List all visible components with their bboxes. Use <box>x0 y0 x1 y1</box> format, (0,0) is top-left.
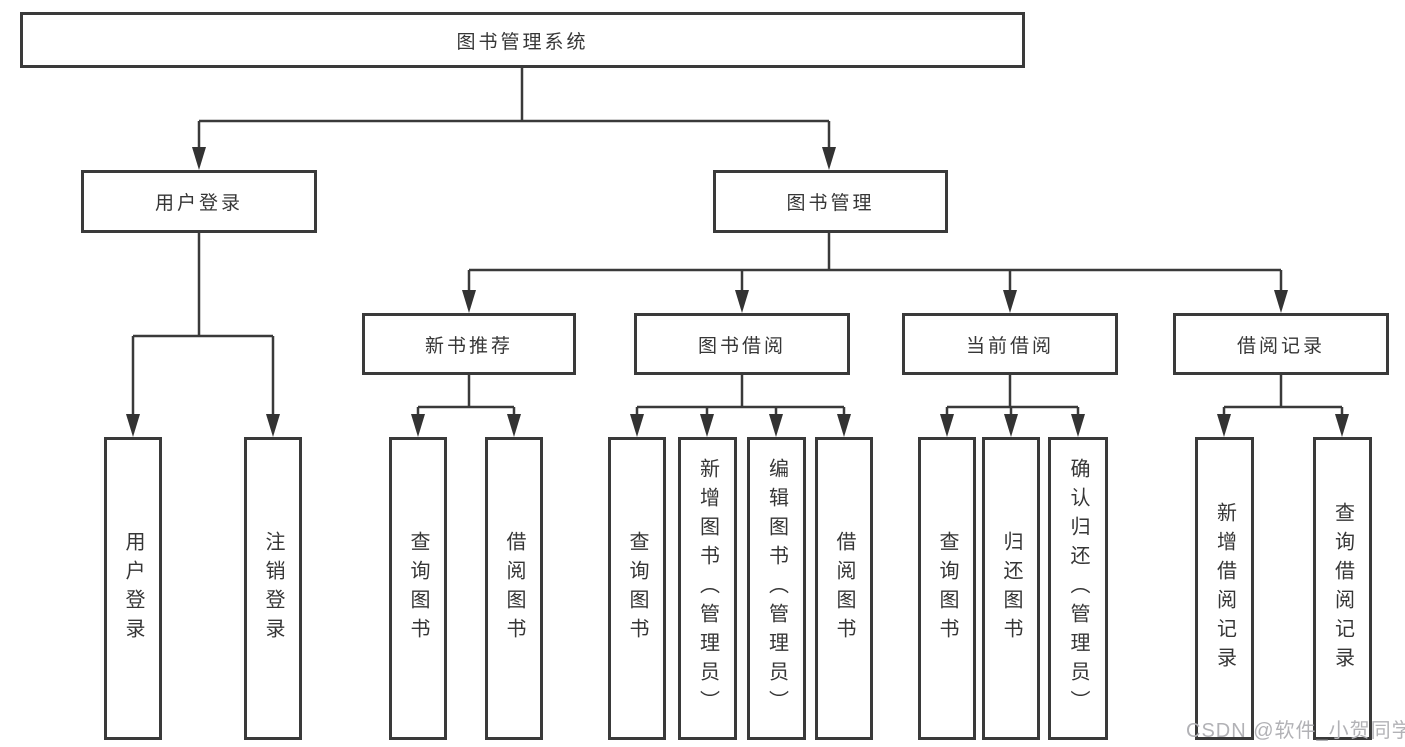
connector-borrowing-records-to-leaves <box>1222 375 1344 417</box>
arrowhead-icon <box>192 147 206 170</box>
node-book-borrowing: 图书借阅 <box>634 313 850 375</box>
leaf-add-book-admin: 新增图书（管理员） <box>678 437 737 740</box>
arrowhead-icon <box>837 414 851 437</box>
leaf-add-borrow-record: 新增借阅记录 <box>1195 437 1254 740</box>
watermark: CSDN @软件_小贺同学 <box>1186 720 1405 742</box>
node-user-login: 用户登录 <box>81 170 317 233</box>
arrowhead-icon <box>1071 414 1085 437</box>
leaf-borrow-books-recommend: 借阅图书 <box>485 437 543 740</box>
arrowhead-icon <box>411 414 425 437</box>
leaf-edit-book-admin: 编辑图书（管理员） <box>747 437 806 740</box>
leaf-confirm-return-admin: 确认归还（管理员） <box>1048 437 1108 740</box>
arrowhead-icon <box>1217 414 1231 437</box>
node-root: 图书管理系统 <box>20 12 1025 68</box>
arrowhead-icon <box>630 414 644 437</box>
leaf-borrow-books-borrowing: 借阅图书 <box>815 437 873 740</box>
arrowhead-icon <box>1274 290 1288 313</box>
arrowhead-icon <box>126 414 140 437</box>
arrowhead-icon <box>822 147 836 170</box>
leaf-query-books-recommend: 查询图书 <box>389 437 447 740</box>
leaf-logout: 注销登录 <box>244 437 302 740</box>
arrowhead-icon <box>769 414 783 437</box>
arrowheads <box>126 147 1349 437</box>
arrowhead-icon <box>266 414 280 437</box>
arrowhead-icon <box>940 414 954 437</box>
node-book-management: 图书管理 <box>713 170 948 233</box>
leaf-query-books-current: 查询图书 <box>918 437 976 740</box>
connector-current-borrowing-to-leaves <box>945 375 1080 417</box>
arrowhead-icon <box>735 290 749 313</box>
node-current-borrowing: 当前借阅 <box>902 313 1118 375</box>
leaf-return-books: 归还图书 <box>982 437 1040 740</box>
arrowhead-icon <box>700 414 714 437</box>
connector-book-borrowing-to-leaves <box>635 375 846 417</box>
connector-user-login-to-leaves <box>131 233 275 417</box>
arrowhead-icon <box>462 290 476 313</box>
leaf-user-login: 用户登录 <box>104 437 162 740</box>
node-new-book-recommendation: 新书推荐 <box>362 313 576 375</box>
leaf-query-books-borrowing: 查询图书 <box>608 437 666 740</box>
arrowhead-icon <box>1335 414 1349 437</box>
arrowhead-icon <box>1003 290 1017 313</box>
node-borrowing-records: 借阅记录 <box>1173 313 1389 375</box>
connector-book-management-to-level3 <box>467 233 1283 291</box>
connector-new-book-to-leaves <box>416 375 516 417</box>
connector-root-to-level2 <box>197 68 831 150</box>
arrowhead-icon <box>1004 414 1018 437</box>
leaf-query-borrow-record: 查询借阅记录 <box>1313 437 1372 740</box>
arrowhead-icon <box>507 414 521 437</box>
